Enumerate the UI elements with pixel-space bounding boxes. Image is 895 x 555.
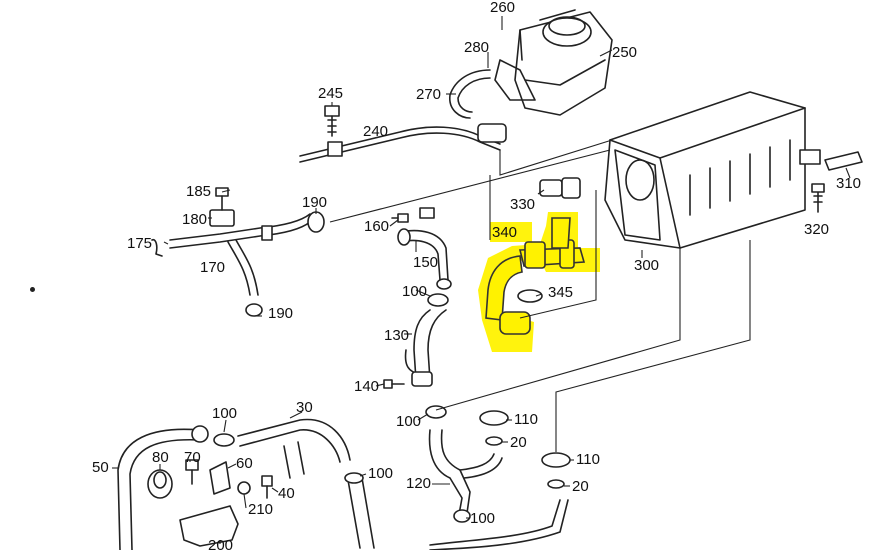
callout-100-c: 100 bbox=[212, 405, 237, 422]
tube-center bbox=[344, 472, 375, 549]
hose-340 bbox=[485, 217, 586, 335]
callout-100-b: 100 bbox=[396, 413, 421, 430]
clamp-110-a bbox=[479, 410, 509, 426]
cap-80 bbox=[147, 469, 173, 499]
callout-60: 60 bbox=[236, 455, 253, 472]
callout-190-a: 190 bbox=[302, 194, 327, 211]
callout-300: 300 bbox=[634, 257, 659, 274]
hose-30 bbox=[213, 418, 351, 479]
callout-20-b: 20 bbox=[572, 478, 589, 495]
callout-100-d: 100 bbox=[368, 465, 393, 482]
callout-310: 310 bbox=[836, 175, 861, 192]
callout-250: 250 bbox=[612, 44, 637, 61]
callout-110-a: 110 bbox=[514, 411, 538, 428]
callout-345: 345 bbox=[548, 284, 573, 301]
hose-lower bbox=[429, 499, 569, 551]
callout-210: 210 bbox=[248, 501, 273, 518]
callout-160: 160 bbox=[364, 218, 389, 235]
clamp-345 bbox=[517, 289, 543, 303]
clip-175 bbox=[151, 238, 163, 257]
charge-air-cooler-300 bbox=[604, 91, 821, 249]
callout-185: 185 bbox=[186, 183, 211, 200]
callout-20-a: 20 bbox=[510, 434, 527, 451]
callout-labels: 260 280 250 270 245 240 185 190 180 160 … bbox=[92, 0, 861, 554]
hose-120 bbox=[425, 405, 503, 523]
bolt-140 bbox=[383, 379, 405, 389]
callout-30: 30 bbox=[296, 399, 313, 416]
hose-150 bbox=[397, 207, 452, 290]
list-bullet bbox=[30, 287, 35, 292]
callout-100-e: 100 bbox=[470, 510, 495, 527]
clamp-110-b bbox=[541, 452, 571, 468]
callout-200: 200 bbox=[208, 537, 233, 550]
clamp-190-b bbox=[245, 303, 263, 317]
callout-320: 320 bbox=[804, 221, 829, 238]
connector-310 bbox=[824, 151, 863, 171]
hose-50 bbox=[117, 425, 209, 551]
bolt-320 bbox=[811, 183, 825, 213]
callout-150: 150 bbox=[413, 254, 438, 271]
callout-50: 50 bbox=[92, 459, 109, 476]
callout-190-b: 190 bbox=[268, 305, 293, 322]
leader-lines bbox=[112, 16, 851, 544]
bracket-60 bbox=[209, 461, 231, 495]
washer-20-a bbox=[485, 436, 503, 446]
bracket-200 bbox=[179, 505, 239, 547]
hose-130 bbox=[404, 293, 449, 387]
callout-100-a: 100 bbox=[402, 283, 427, 300]
callout-130: 130 bbox=[384, 327, 409, 344]
expansion-tank-250 bbox=[494, 9, 613, 116]
callout-180: 180 bbox=[182, 211, 207, 228]
callout-175: 175 bbox=[127, 235, 152, 252]
callout-110-b: 110 bbox=[576, 451, 600, 468]
bolt-40 bbox=[261, 475, 273, 499]
clamp-190-a bbox=[307, 211, 325, 233]
callout-120: 120 bbox=[406, 475, 431, 492]
washer-20-b bbox=[547, 479, 565, 489]
callout-340: 340 bbox=[492, 224, 517, 241]
callout-260: 260 bbox=[490, 0, 515, 16]
nut-210 bbox=[237, 481, 251, 495]
hose-170 bbox=[169, 209, 311, 296]
hose-240 bbox=[299, 123, 507, 163]
bolt-245 bbox=[324, 105, 340, 137]
callout-170: 170 bbox=[200, 259, 225, 276]
callout-80: 80 bbox=[152, 449, 169, 466]
callout-240: 240 bbox=[363, 123, 388, 140]
callout-40: 40 bbox=[278, 485, 295, 502]
callout-270: 270 bbox=[416, 86, 441, 103]
callout-70: 70 bbox=[184, 449, 201, 466]
callout-330: 330 bbox=[510, 196, 535, 213]
bolt-70 bbox=[185, 459, 199, 485]
callout-140: 140 bbox=[354, 378, 379, 395]
sensor-330 bbox=[539, 177, 581, 199]
bolt-160 bbox=[391, 213, 409, 223]
callout-280: 280 bbox=[464, 39, 489, 56]
callout-245: 245 bbox=[318, 85, 343, 102]
hose-270 bbox=[449, 69, 491, 119]
